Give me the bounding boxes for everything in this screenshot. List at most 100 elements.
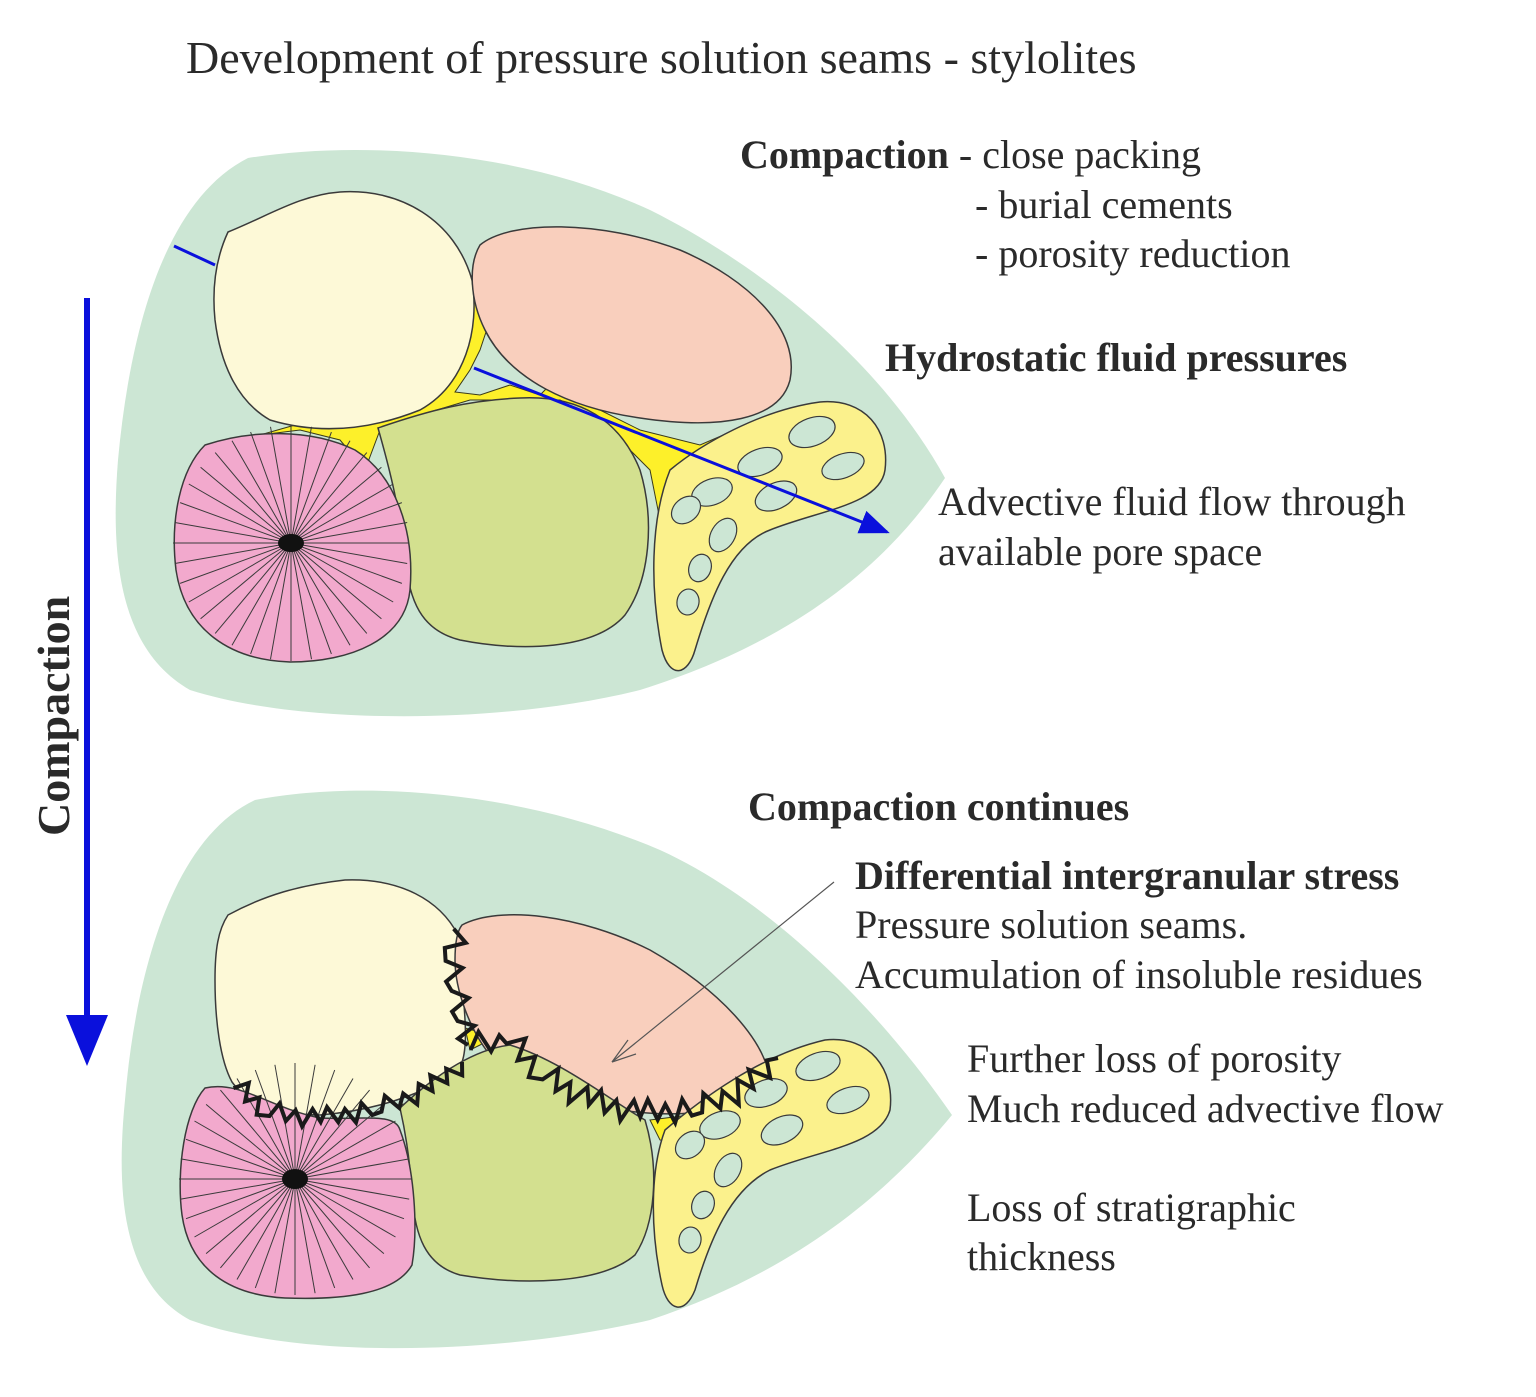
reduced-flow-label: Much reduced advective flow <box>967 1086 1444 1131</box>
ray-line <box>254 1178 296 1289</box>
ray-line <box>231 542 292 646</box>
ray-line <box>294 1178 396 1238</box>
ray-line <box>270 542 292 660</box>
stylolite-seam-salmon-green <box>468 1027 779 1128</box>
ray-line <box>185 1178 296 1220</box>
ray-line <box>236 1178 296 1280</box>
ray-line <box>290 440 351 544</box>
differential-stress-label: Differential intergranular stress <box>855 853 1400 898</box>
ray-line <box>294 1089 370 1180</box>
ray-line <box>220 1089 296 1180</box>
ray-line <box>294 1178 354 1280</box>
ray-line <box>179 542 292 584</box>
ray-line <box>220 1178 296 1269</box>
ray-line <box>200 542 292 620</box>
ray-line <box>254 1069 296 1180</box>
top-yellow-grain-pores <box>670 415 865 616</box>
ray-line <box>290 542 403 584</box>
ray-line <box>294 1078 354 1180</box>
compaction-arrow-head <box>66 1015 108 1066</box>
stylolite-seam-cream-salmon <box>442 927 479 1047</box>
compaction-continues-label: Compaction continues <box>748 784 1130 829</box>
ray-line <box>214 542 292 634</box>
ray-line <box>179 502 292 544</box>
bottom-yellow-grain-pores <box>674 1050 870 1254</box>
ray-line <box>294 1138 405 1180</box>
ray-line <box>294 1069 336 1180</box>
further-loss-label: Further loss of porosity <box>967 1036 1342 1081</box>
callout-line <box>611 881 835 1063</box>
ray-line <box>290 502 403 544</box>
compaction-heading: Compaction <box>740 132 949 177</box>
ray-line <box>294 1158 410 1180</box>
ray-line <box>294 1178 385 1254</box>
ray-line <box>180 1158 296 1180</box>
ray-line <box>294 1178 410 1200</box>
ray-line <box>290 542 408 564</box>
ray-line <box>294 1178 405 1220</box>
insoluble-residues-label: Accumulation of insoluble residues <box>855 952 1423 997</box>
top-flow-arrow <box>473 366 890 534</box>
thickness-line-2: thickness <box>967 1234 1116 1279</box>
ray-line <box>290 452 368 544</box>
top-salmon-grain <box>471 226 792 424</box>
diagram-title: Development of pressure solution seams -… <box>186 32 1137 83</box>
ray-line <box>290 542 332 655</box>
advective-line-1: Advective fluid flow through <box>938 479 1406 524</box>
compaction-item-1: - close packing <box>958 132 1202 177</box>
top-cream-grain <box>213 190 475 430</box>
ray-line <box>294 1120 396 1180</box>
bottom-pink-nucleus <box>282 1169 308 1189</box>
ray-line <box>214 452 292 544</box>
ray-line <box>250 431 292 544</box>
ray-line <box>185 1138 296 1180</box>
stylolite-seam-cream-pink <box>232 1061 465 1131</box>
callout-arrowhead <box>611 1039 637 1063</box>
side-label-compaction: Compaction <box>28 595 79 836</box>
top-flow-line-left <box>173 244 216 267</box>
ray-line <box>194 1178 296 1238</box>
ray-line <box>180 1178 296 1200</box>
ray-line <box>290 483 394 544</box>
top-grain-assemblage <box>115 149 945 717</box>
ray-line <box>174 522 292 544</box>
ray-line <box>294 1178 336 1289</box>
ray-line <box>290 431 332 544</box>
ray-line <box>205 1178 296 1254</box>
ray-line <box>274 1178 296 1294</box>
hydrostatic-label: Hydrostatic fluid pressures <box>885 335 1348 380</box>
ray-line <box>174 542 292 564</box>
bottom-cream-grain <box>214 879 467 1116</box>
ray-line <box>294 1178 316 1294</box>
ray-line <box>290 522 408 544</box>
bottom-grain-assemblage <box>121 790 952 1349</box>
ray-line <box>188 483 292 544</box>
ray-line <box>200 466 292 544</box>
top-pink-rays <box>173 425 409 661</box>
ray-line <box>290 542 368 634</box>
top-green-grain <box>377 397 650 648</box>
ray-line <box>231 440 292 544</box>
thickness-line-1: Loss of stratigraphic <box>967 1185 1296 1230</box>
ray-line <box>290 542 312 660</box>
ray-line <box>194 1120 296 1180</box>
compaction-item-2: - burial cements <box>975 182 1233 227</box>
compaction-item-3: - porosity reduction <box>975 231 1291 276</box>
ray-line <box>188 542 292 603</box>
top-pink-nucleus <box>278 534 304 552</box>
ray-line <box>290 542 351 646</box>
ray-line <box>270 426 292 544</box>
bottom-pink-rays <box>179 1063 411 1295</box>
ray-line <box>205 1104 296 1180</box>
ray-line <box>294 1104 385 1180</box>
ray-line <box>290 426 312 544</box>
pressure-seams-label: Pressure solution seams. <box>855 902 1248 947</box>
compaction-heading-line: Compaction - close packing <box>740 130 1201 180</box>
ray-line <box>290 466 382 544</box>
ray-line <box>294 1178 370 1269</box>
ray-line <box>290 542 394 603</box>
ray-line <box>290 542 382 620</box>
advective-line-2: available pore space <box>938 529 1263 574</box>
ray-line <box>250 542 292 655</box>
